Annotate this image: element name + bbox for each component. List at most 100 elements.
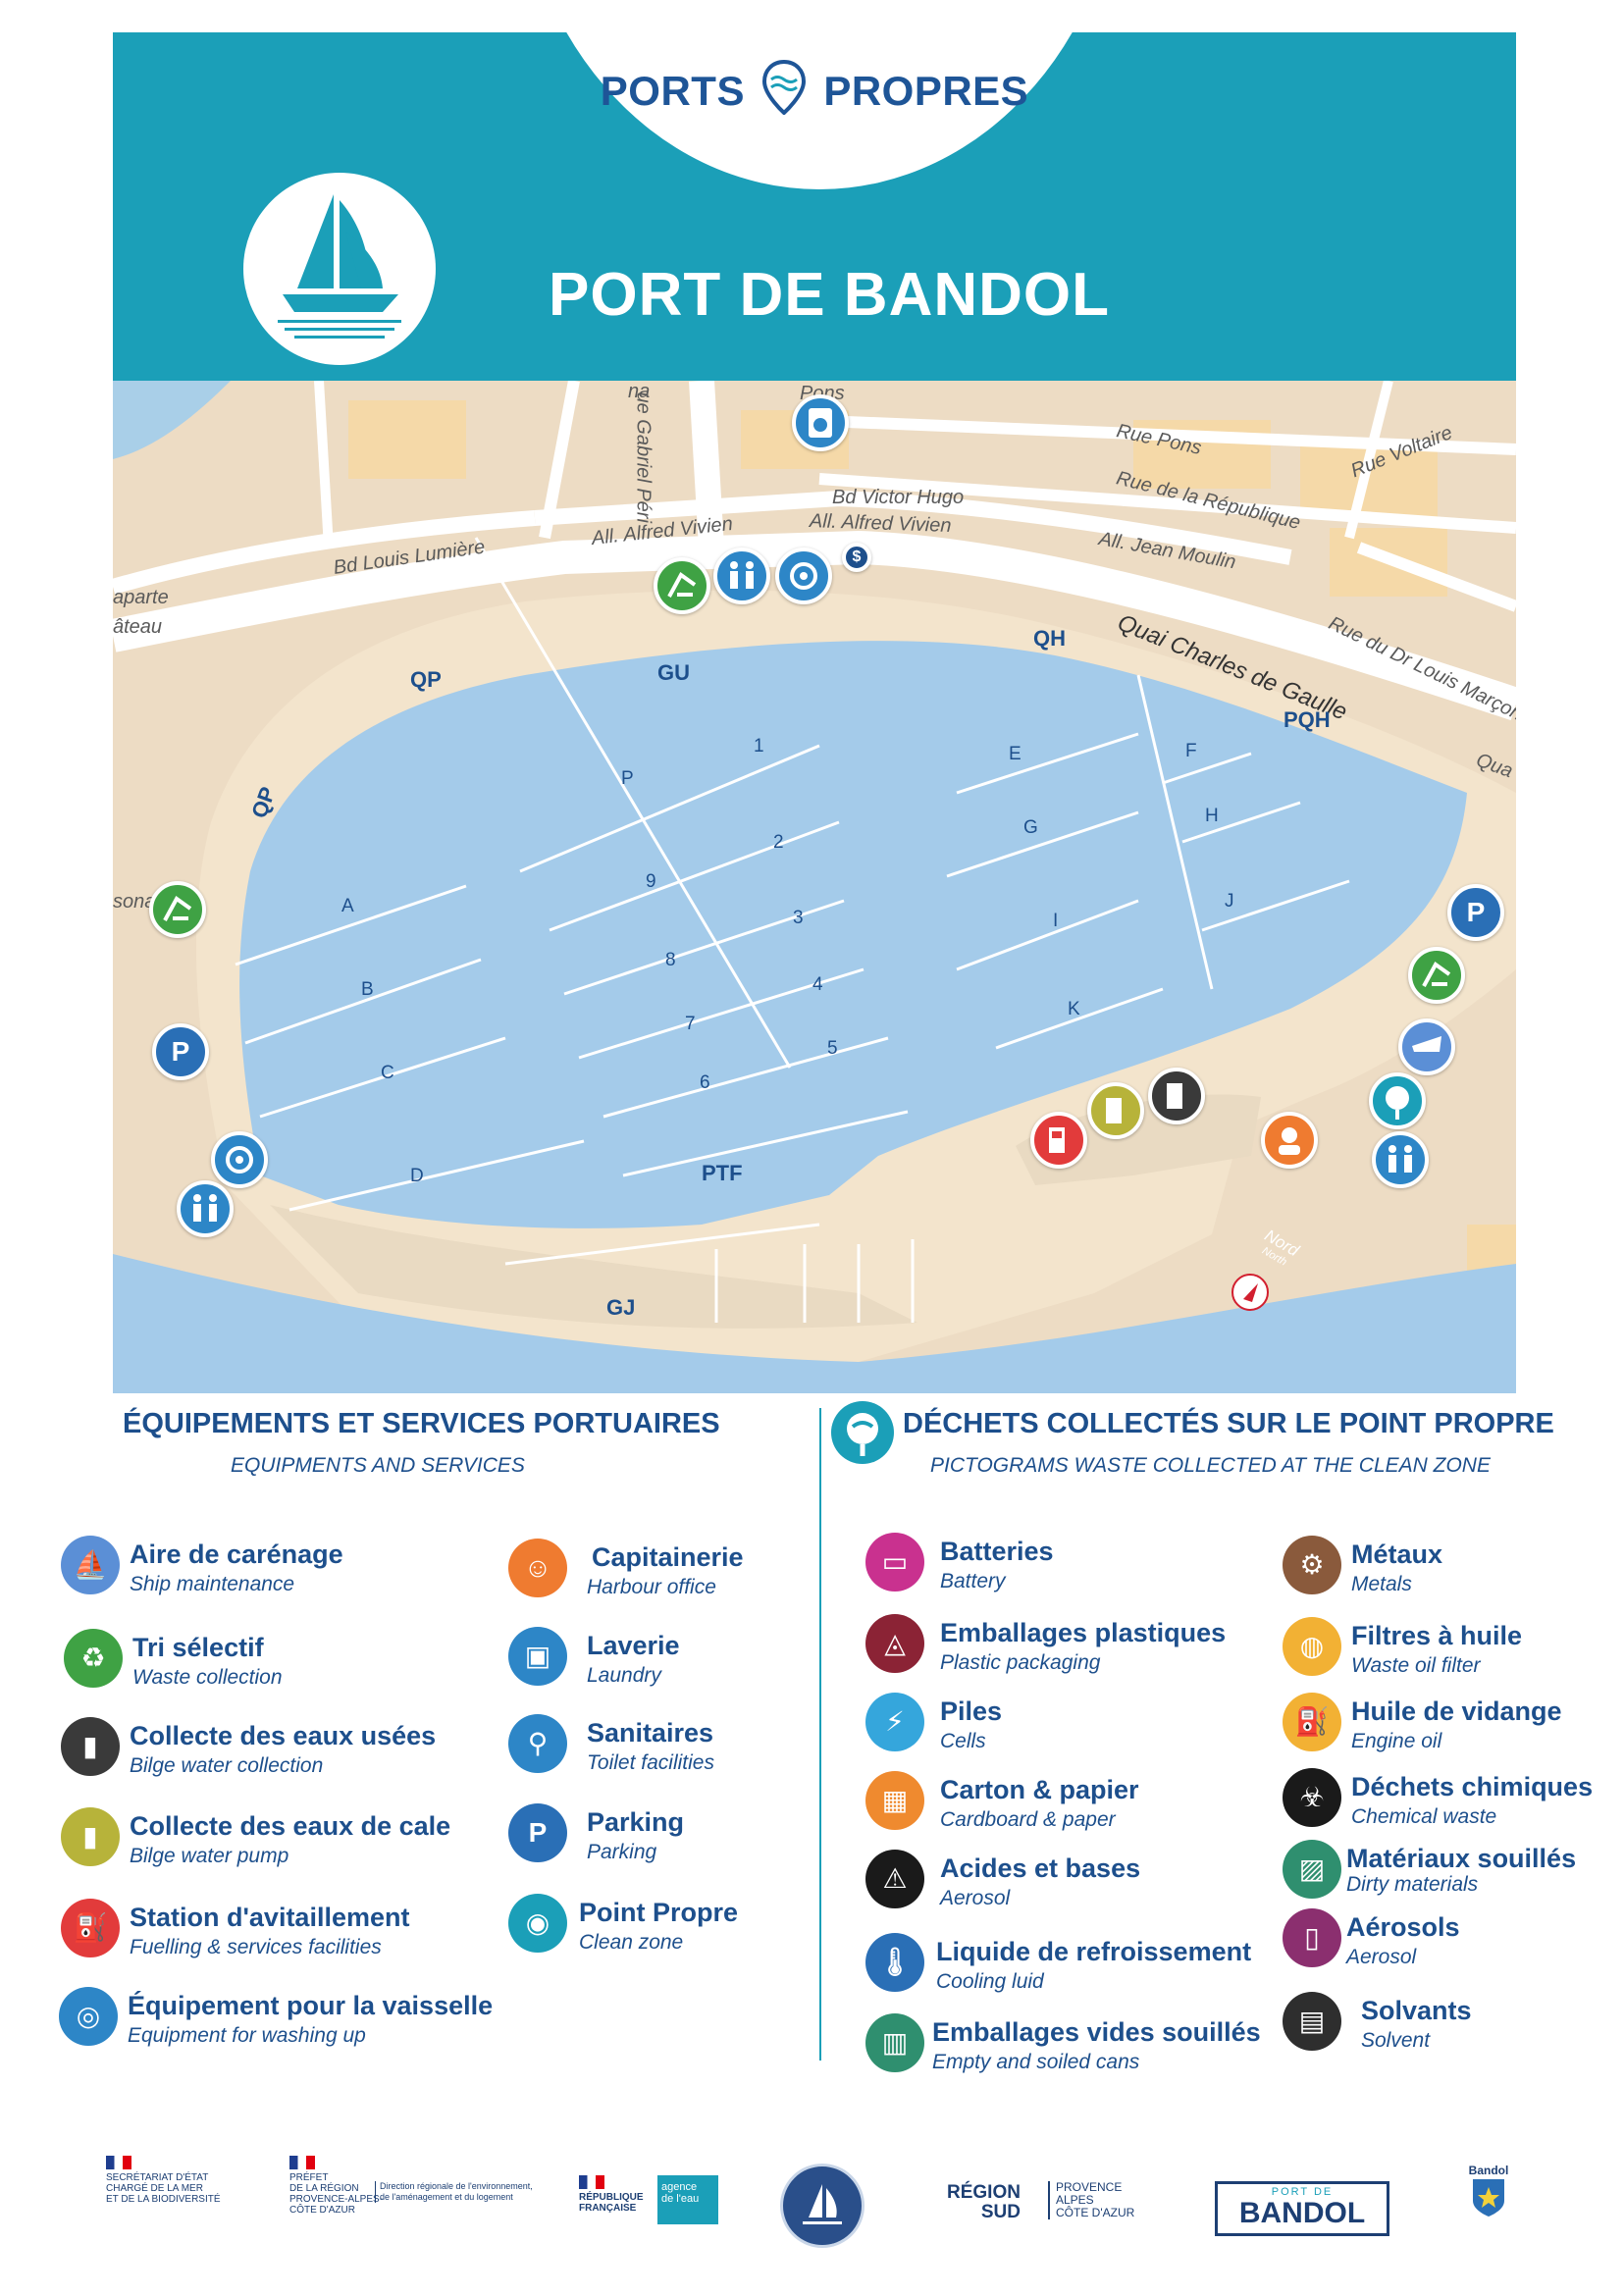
region-provence-logo: PROVENCE ALPES CÔTE D'AZUR [1048, 2181, 1134, 2219]
dreal-line-1: Direction régionale de l'environnement, [380, 2181, 533, 2191]
bike-icon: ⚙ [1283, 1536, 1341, 1594]
toilet-icon [730, 561, 754, 589]
republique-line-1: RÉPUBLIQUE [579, 2192, 644, 2203]
pontoon-f: F [1185, 741, 1197, 761]
pontoon-8: 8 [665, 950, 676, 970]
laundry-marker[interactable] [792, 394, 849, 451]
legend-label-en: Solvent [1361, 2029, 1431, 2052]
clean-zone-icon: ◉ [508, 1894, 567, 1953]
pontoon-a: A [341, 896, 354, 916]
pontoon-k: K [1068, 999, 1080, 1019]
dish-icon [226, 1146, 253, 1174]
pharmacy-marker[interactable]: $ [842, 543, 871, 572]
pontoon-4: 4 [812, 974, 823, 995]
legend-label: Carton & papier [940, 1775, 1139, 1804]
oil-can-icon: ⛽ [1283, 1693, 1341, 1751]
recycle-marker-west[interactable] [149, 881, 206, 938]
legend-label: Parking [587, 1807, 685, 1837]
legend-label-en: Laundry [587, 1664, 661, 1687]
dreal-logo: Direction régionale de l'environnement, … [375, 2181, 533, 2203]
street-aparte: aparte [113, 587, 169, 608]
pontoon-1: 1 [754, 736, 764, 757]
bilge-collection-marker[interactable] [1148, 1068, 1205, 1124]
legend-label: Aire de carénage [130, 1539, 343, 1569]
ports-propres-logo: PORTS PROPRES [113, 60, 1516, 115]
harbour-map[interactable]: Pons ue Gabriel Péri Rue Pons Rue Voltai… [113, 381, 1516, 1393]
dock-qh: QH [1033, 626, 1066, 651]
legend-label-en: Clean zone [579, 1931, 684, 1954]
port-de-text: PORT DE [1271, 2186, 1334, 2198]
plastic-icon: ◬ [865, 1614, 924, 1673]
legend-label-en: Aerosol [940, 1887, 1011, 1909]
legend-label-en: Metals [1351, 1573, 1412, 1595]
pontoon-e: E [1009, 744, 1022, 764]
dish-icon [790, 562, 817, 590]
map-pin-icon [762, 60, 807, 115]
legend-label-en: Waste oil filter [1351, 1654, 1481, 1677]
prefet-line-2: DE LA RÉGION [289, 2183, 359, 2194]
french-flag-icon [579, 2175, 604, 2189]
pontoon-2: 2 [773, 832, 784, 853]
laundry-icon [809, 408, 832, 438]
pontoon-7: 7 [685, 1014, 696, 1034]
sailboat-icon [243, 173, 436, 365]
captain-marker[interactable] [1261, 1112, 1318, 1169]
legend-label: Métaux [1351, 1539, 1443, 1569]
legend-label: Laverie [587, 1631, 680, 1660]
french-flag-icon [106, 2156, 131, 2169]
cells-icon: ⚡ [865, 1693, 924, 1751]
dish-marker-west[interactable] [211, 1131, 268, 1188]
toilet-marker-west[interactable] [177, 1180, 234, 1237]
recycle-icon [667, 572, 697, 598]
legend-label: Batteries [940, 1537, 1054, 1566]
toilet-icon: ⚲ [508, 1714, 567, 1773]
street-na: na [628, 381, 651, 402]
page-title: PORT DE BANDOL [549, 261, 1110, 329]
bilge-pump-marker[interactable] [1087, 1082, 1144, 1139]
toilet-marker-east[interactable] [1372, 1131, 1429, 1188]
waste-subtitle: PICTOGRAMS WASTE COLLECTED AT THE CLEAN … [930, 1454, 1491, 1477]
region-line-1: RÉGION [947, 2182, 1021, 2203]
legend-label-en: Engine oil [1351, 1730, 1442, 1752]
agence-line-1: agence [661, 2181, 698, 2193]
region-right-line-2: ALPES [1056, 2193, 1094, 2207]
legend-label-en: Waste collection [132, 1666, 283, 1689]
pontoon-h: H [1205, 806, 1219, 826]
region-right-line-3: CÔTE D'AZUR [1056, 2206, 1135, 2219]
legend-label: Huile de vidange [1351, 1696, 1562, 1726]
dish-marker[interactable] [775, 548, 832, 604]
legend-label: Tri sélectif [132, 1633, 264, 1662]
battery-icon: ▭ [865, 1533, 924, 1592]
legend-label: Emballages vides souillés [932, 2017, 1261, 2047]
legend-label: Point Propre [579, 1898, 739, 1927]
legend-label-en: Plastic packaging [940, 1651, 1101, 1674]
pump-icon: ▮ [61, 1717, 120, 1776]
clean-zone-marker[interactable] [1369, 1072, 1426, 1129]
legend-label: Sanitaires [587, 1718, 714, 1748]
legend-label-en: Empty and soiled cans [932, 2051, 1140, 2073]
dock-gj: GJ [606, 1295, 636, 1320]
ports-plaisance-seal-icon [780, 2164, 864, 2248]
recycle-marker[interactable] [654, 557, 710, 614]
bandol-text: BANDOL [1238, 2197, 1366, 2229]
filter-icon: ◍ [1283, 1617, 1341, 1676]
street-gabriel-peri: ue Gabriel Péri [632, 391, 655, 523]
french-flag-icon [289, 2156, 315, 2169]
legend-label-en: Dirty materials [1346, 1873, 1479, 1896]
legend-label: Liquide de refroissement [936, 1937, 1252, 1966]
legend-label: Matériaux souillés [1346, 1844, 1577, 1873]
fuel-icon [1049, 1127, 1065, 1153]
box-icon: ▦ [865, 1771, 924, 1830]
clean-zone-icon [831, 1401, 894, 1464]
recycle-marker-east[interactable] [1408, 947, 1465, 1004]
parking-marker-west[interactable]: P [152, 1023, 209, 1080]
toilet-marker[interactable] [713, 548, 770, 604]
fuel-marker[interactable] [1030, 1112, 1087, 1169]
dish-icon: ◎ [59, 1987, 118, 2046]
parking-marker-east[interactable]: P [1447, 884, 1504, 941]
warning-icon: ⚠ [865, 1850, 924, 1908]
pontoon-c: C [381, 1063, 394, 1083]
boat-lift-marker[interactable] [1398, 1018, 1455, 1075]
pontoon-j: J [1225, 891, 1234, 912]
aerosol-icon: ▯ [1283, 1908, 1341, 1967]
